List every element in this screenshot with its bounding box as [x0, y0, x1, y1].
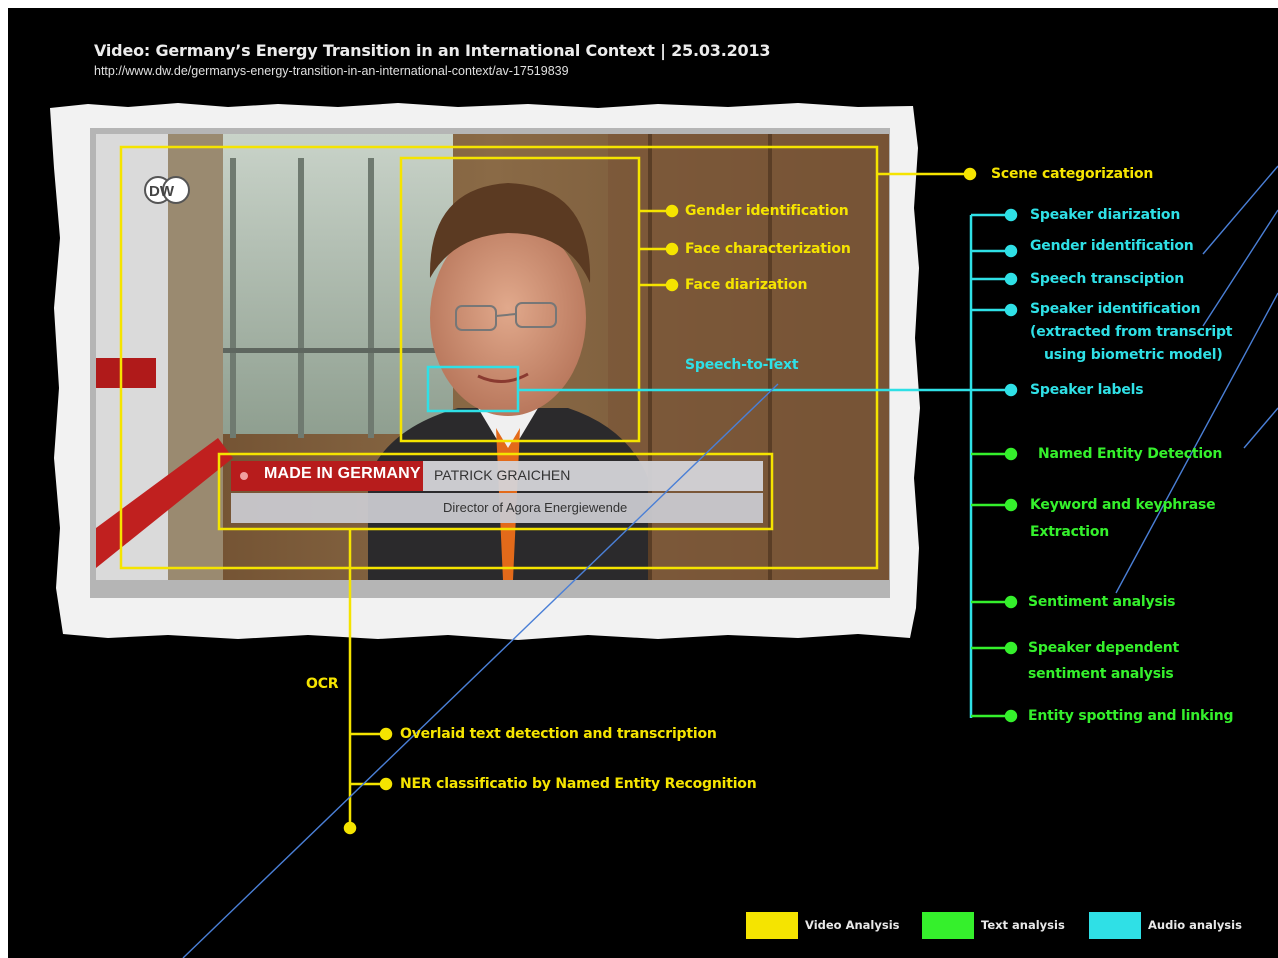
- legend-label-audio: Audio analysis: [1148, 918, 1242, 932]
- page-title: Video: Germany’s Energy Transition in an…: [94, 41, 771, 60]
- source-url: http://www.dw.de/germanys-energy-transit…: [94, 64, 569, 78]
- ocr-item-ner: NER classificatio by Named Entity Recogn…: [400, 776, 757, 792]
- legend-swatch-text: [922, 912, 974, 939]
- dw-logo: DW: [149, 183, 175, 200]
- lower-third-tag: MADE IN GERMANY: [264, 465, 421, 482]
- text-speaker-dependent-sentiment-2: sentiment analysis: [1028, 666, 1174, 682]
- face-item-gender: Gender identification: [685, 203, 849, 219]
- diagram-canvas: Video: Germany’s Energy Transition in an…: [8, 8, 1278, 958]
- legend-swatch-audio: [1089, 912, 1141, 939]
- audio-speaker-diarization: Speaker diarization: [1030, 207, 1181, 223]
- text-sentiment-analysis: Sentiment analysis: [1028, 594, 1176, 610]
- audio-speaker-identification-note-2: using biometric model): [1044, 347, 1223, 363]
- scene-categorization-label: Scene categorization: [991, 166, 1154, 182]
- face-item-characterization: Face characterization: [685, 241, 851, 257]
- audio-gender-identification: Gender identification: [1030, 238, 1194, 254]
- text-keyword-extraction: Keyword and keyphrase: [1030, 497, 1216, 513]
- legend-label-video: Video Analysis: [805, 918, 900, 932]
- legend-swatch-video: [746, 912, 798, 939]
- face-item-diarization: Face diarization: [685, 277, 808, 293]
- lower-third-tag-bg: [231, 461, 423, 491]
- pointer-lines: [182, 165, 1278, 958]
- lower-third-name: PATRICK GRAICHEN: [434, 467, 571, 483]
- lower-third-role: Director of Agora Energiewende: [443, 500, 628, 515]
- audio-speaker-identification-note-1: (extracted from transcript: [1030, 324, 1233, 340]
- text-named-entity-detection: Named Entity Detection: [1038, 446, 1223, 462]
- audio-speaker-labels: Speaker labels: [1030, 382, 1144, 398]
- speech-to-text-label: Speech-to-Text: [685, 357, 799, 373]
- text-entity-spotting: Entity spotting and linking: [1028, 708, 1234, 724]
- video-annotation-boxes: [119, 145, 879, 570]
- video-still: DW: [96, 134, 889, 580]
- audio-speech-transcription: Speech transciption: [1030, 271, 1184, 287]
- legend-label-text: Text analysis: [981, 918, 1065, 932]
- ocr-item-overlaid-text: Overlaid text detection and transcriptio…: [400, 726, 717, 742]
- ocr-label: OCR: [306, 676, 339, 692]
- audio-speaker-identification: Speaker identification: [1030, 301, 1201, 317]
- video-frame-illustration: DW: [50, 103, 1278, 958]
- text-keyword-extraction-2: Extraction: [1030, 524, 1110, 540]
- text-speaker-dependent-sentiment: Speaker dependent: [1028, 640, 1180, 656]
